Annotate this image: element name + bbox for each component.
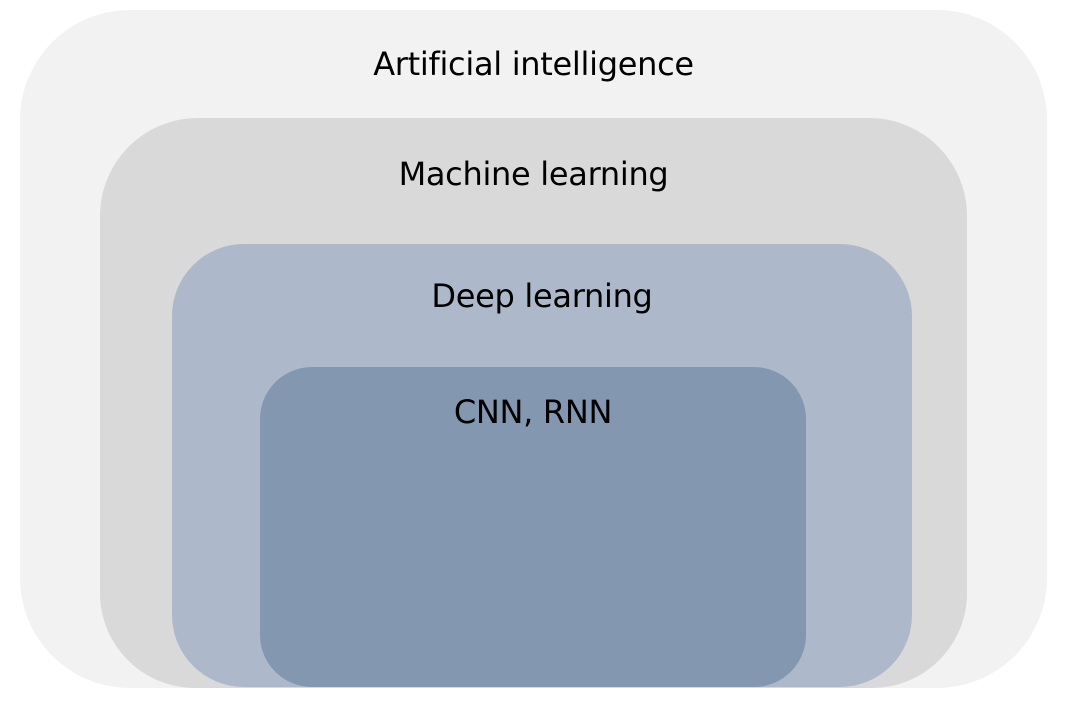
deep-learning-label: Deep learning bbox=[431, 277, 653, 315]
artificial-intelligence-label: Artificial intelligence bbox=[373, 45, 694, 83]
cnn-rnn-region: CNN, RNN bbox=[260, 367, 806, 687]
cnn-rnn-label: CNN, RNN bbox=[453, 393, 613, 431]
machine-learning-label: Machine learning bbox=[398, 155, 669, 193]
